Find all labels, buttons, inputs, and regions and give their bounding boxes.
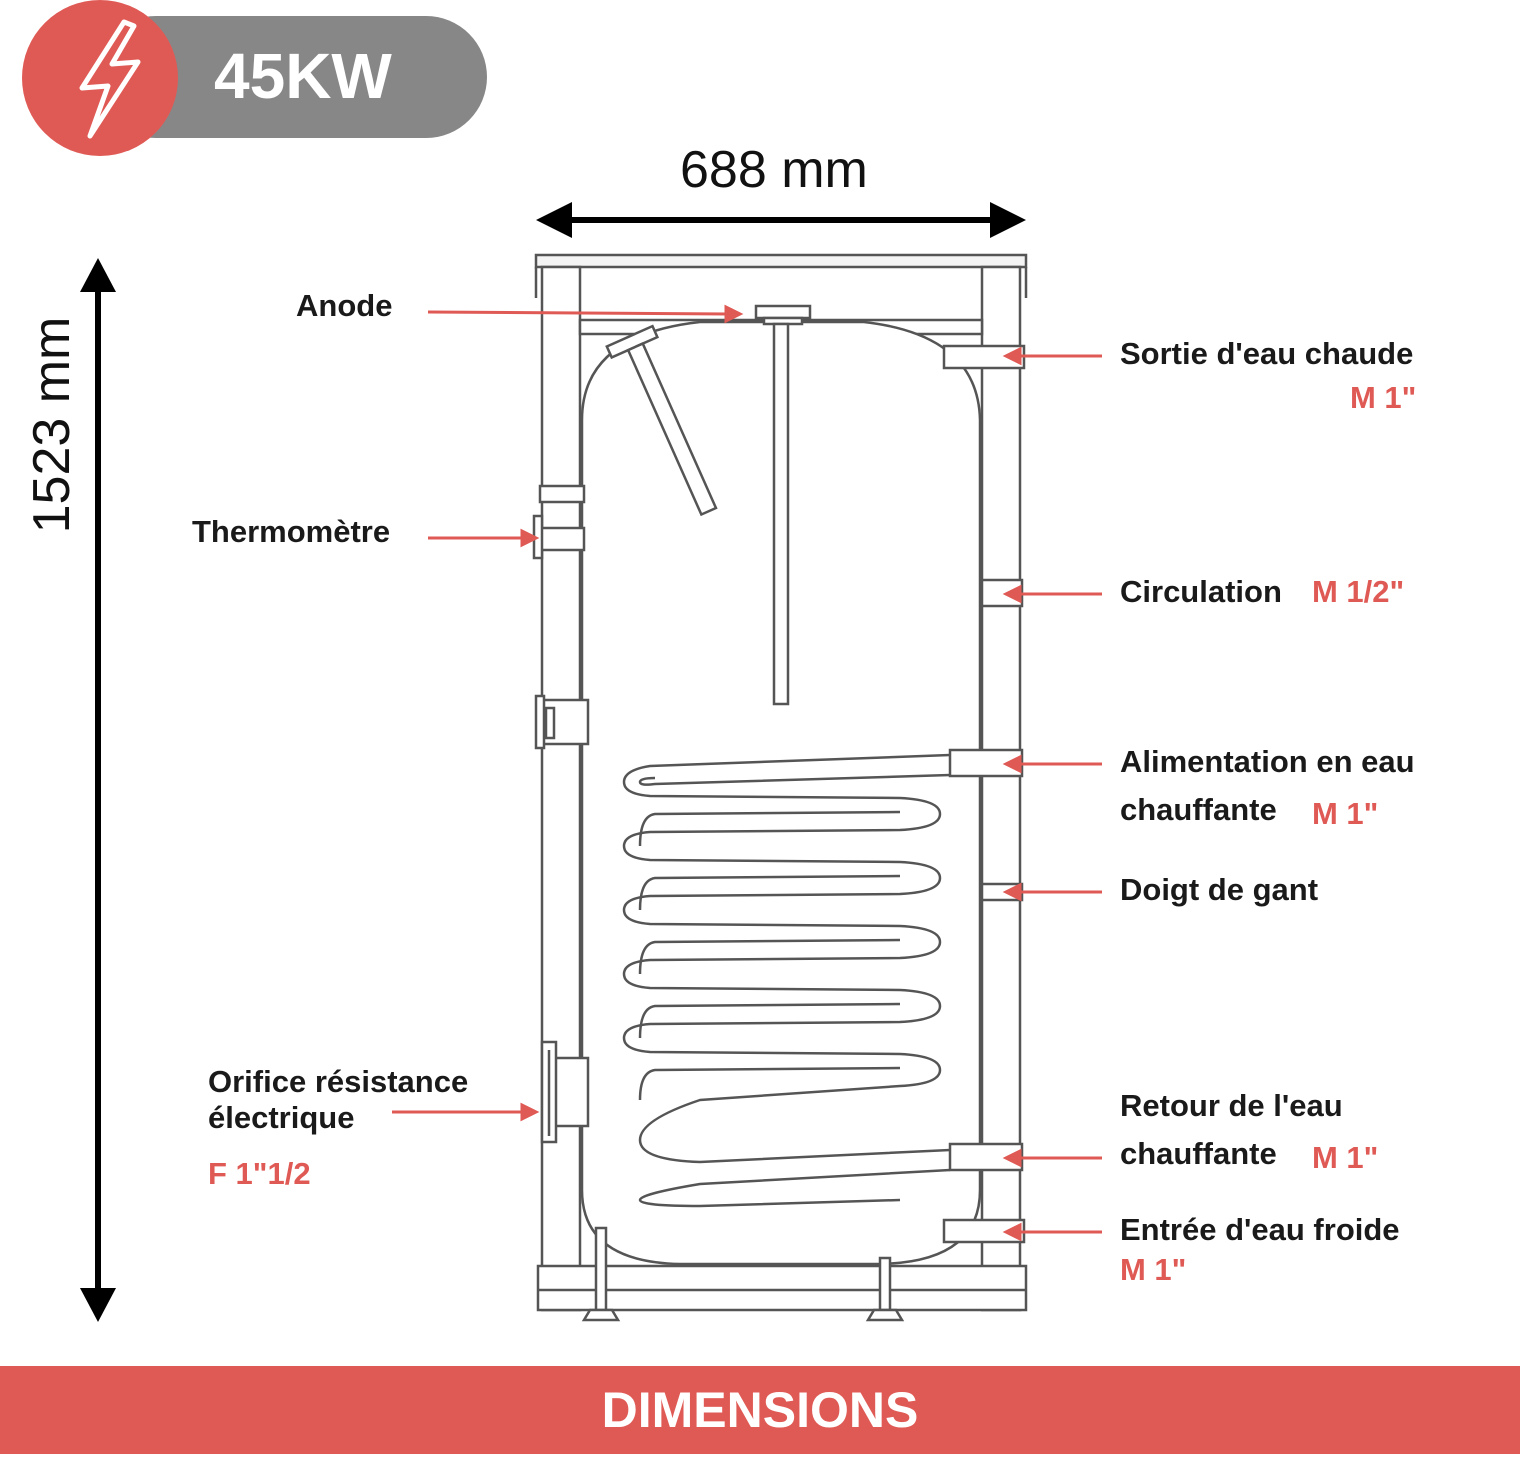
label-doigt: Doigt de gant — [1120, 872, 1319, 907]
spec-alimentation: M 1" — [1312, 796, 1379, 831]
label-anode: Anode — [296, 288, 393, 323]
tank-body — [532, 253, 1028, 1322]
label-circulation: Circulation — [1120, 574, 1282, 609]
heating-coil — [622, 753, 951, 1208]
height-arrow — [80, 258, 116, 1322]
spec-entree: M 1" — [1120, 1252, 1187, 1287]
power-rating: 45KW — [214, 40, 392, 112]
label-orifice-line1: Orifice résistance — [208, 1064, 469, 1099]
spec-sortie: M 1" — [1350, 380, 1417, 415]
label-alimentation-line2: chauffante — [1120, 792, 1277, 827]
footer-title: DIMENSIONS — [601, 1382, 919, 1438]
width-arrow — [536, 202, 1026, 238]
label-orifice-line2: électrique — [208, 1100, 355, 1135]
spec-circulation: M 1/2" — [1312, 574, 1405, 609]
spec-retour: M 1" — [1312, 1140, 1379, 1175]
label-sortie: Sortie d'eau chaude — [1120, 336, 1414, 371]
spec-orifice: F 1"1/2 — [208, 1156, 311, 1191]
water-tank-diagram — [80, 202, 1102, 1322]
callout-arrows — [392, 304, 1102, 1242]
label-retour-line2: chauffante — [1120, 1136, 1277, 1171]
width-dimension-label: 688 mm — [680, 141, 868, 199]
label-retour-line1: Retour de l'eau — [1120, 1088, 1343, 1123]
footer-banner: DIMENSIONS — [0, 1366, 1520, 1454]
lightning-bolt-icon — [22, 0, 178, 156]
label-alimentation-line1: Alimentation en eau — [1120, 744, 1415, 779]
label-entree: Entrée d'eau froide — [1120, 1212, 1400, 1247]
label-thermometre: Thermomètre — [192, 514, 391, 549]
